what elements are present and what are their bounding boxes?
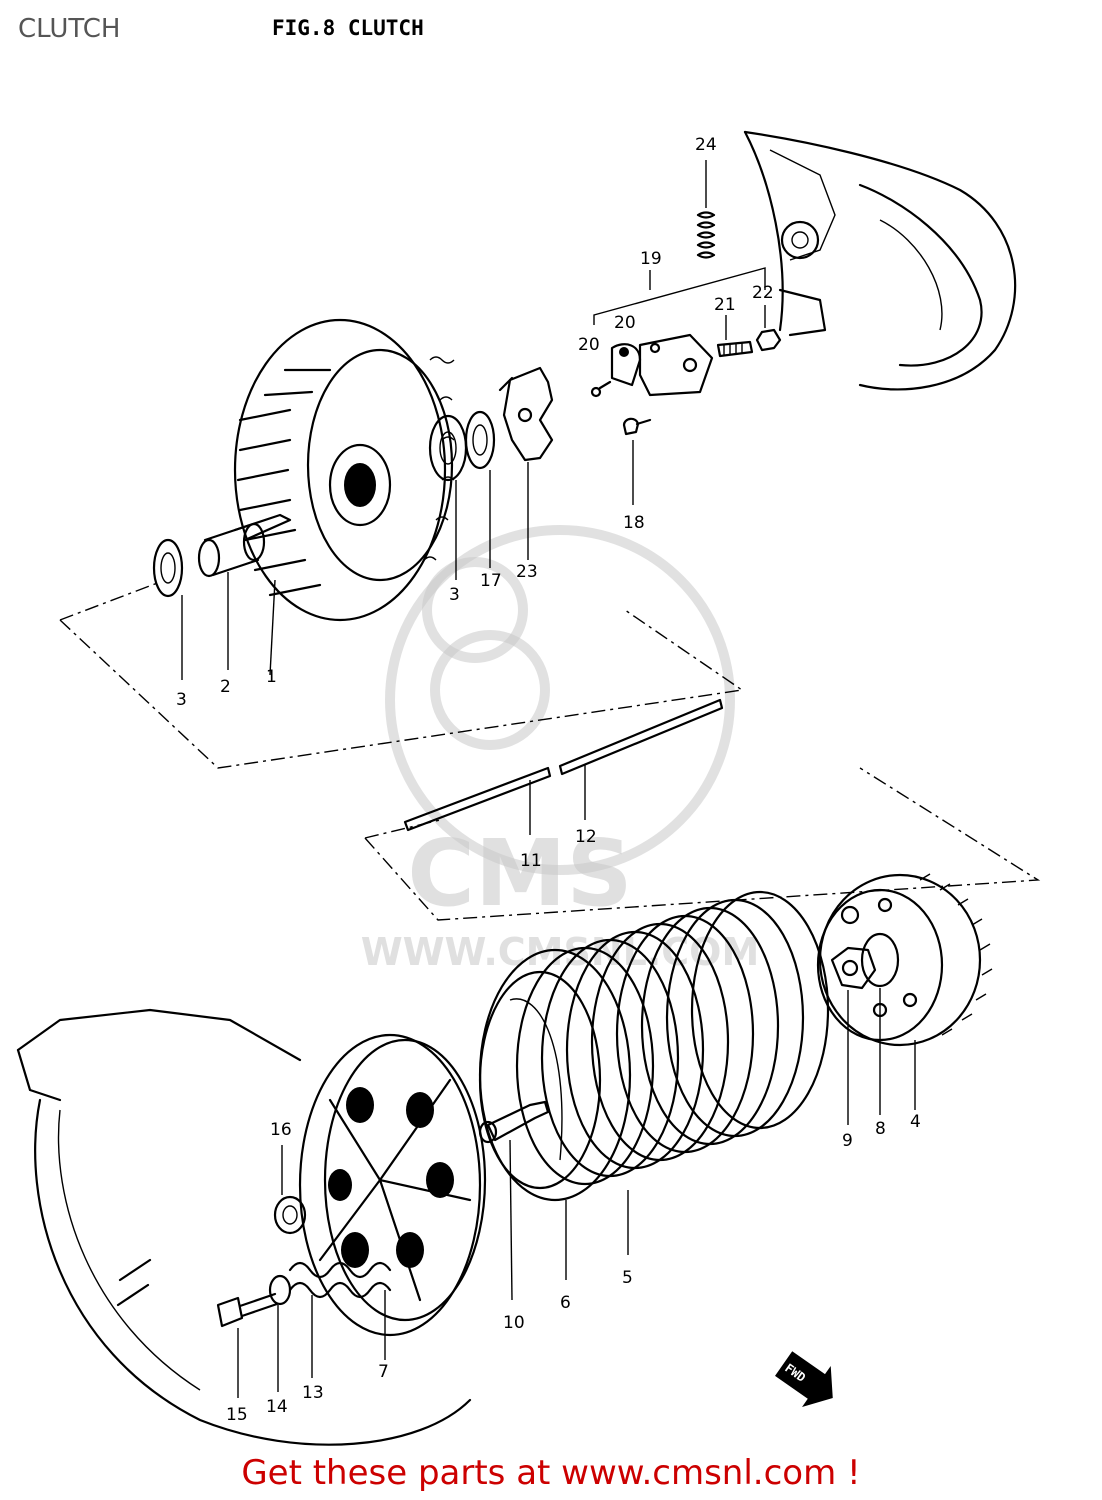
part-7-pressure-plate bbox=[298, 1033, 487, 1360]
callout-21: 21 bbox=[714, 295, 736, 315]
callout-12: 12 bbox=[575, 827, 597, 847]
part-4-sleeve-hub bbox=[816, 873, 993, 1110]
callout-7: 7 bbox=[378, 1362, 389, 1382]
callout-9: 9 bbox=[842, 1131, 853, 1151]
part-1-clutch-housing bbox=[233, 318, 455, 676]
cms-watermark: CMS WWW.CMSNL.COM bbox=[361, 525, 759, 974]
part-3-washer-upper bbox=[428, 414, 468, 580]
callout-24: 24 bbox=[695, 135, 717, 155]
part-22-nut bbox=[755, 305, 782, 352]
callout-labels: 24 19 21 22 20 20 18 23 17 3 3 2 1 11 12… bbox=[176, 135, 921, 1425]
watermark-badge-outline bbox=[385, 525, 735, 875]
callout-5: 5 bbox=[622, 1268, 633, 1288]
page-header-title: CLUTCH bbox=[18, 14, 121, 44]
crankcase-cover-right bbox=[743, 130, 1017, 391]
fwd-direction-arrow: FWD bbox=[775, 1351, 833, 1407]
callout-3-upper: 3 bbox=[449, 585, 460, 605]
callout-8: 8 bbox=[875, 1119, 886, 1139]
part-24-spring bbox=[696, 160, 716, 259]
watermark-helmet bbox=[422, 557, 528, 663]
callout-3-lower: 3 bbox=[176, 690, 187, 710]
callout-22: 22 bbox=[752, 283, 774, 303]
part-11-push-rod bbox=[403, 766, 552, 835]
callout-1: 1 bbox=[266, 667, 277, 687]
footer-shop-link[interactable]: Get these parts at www.cmsnl.com ! bbox=[241, 1453, 861, 1493]
part-2-spacer bbox=[197, 522, 266, 670]
callout-20-a: 20 bbox=[578, 335, 600, 355]
callout-19: 19 bbox=[640, 249, 662, 269]
part-18-screw bbox=[622, 417, 652, 505]
part-8-lock-washer bbox=[860, 932, 900, 1115]
callout-13: 13 bbox=[302, 1383, 324, 1403]
part-16-bearing bbox=[273, 1145, 307, 1235]
watermark-logo-text: CMS bbox=[407, 820, 632, 927]
part-13-clutch-spring bbox=[288, 1261, 392, 1378]
callout-2: 2 bbox=[220, 677, 231, 697]
part-10-push-piece bbox=[478, 1100, 550, 1301]
part-21-screw bbox=[716, 315, 754, 358]
part-19-release-assembly bbox=[590, 267, 766, 398]
callout-16: 16 bbox=[270, 1120, 292, 1140]
part-3-washer-lower bbox=[152, 538, 184, 680]
callout-17: 17 bbox=[480, 571, 502, 591]
part-12-push-rod bbox=[558, 698, 724, 820]
part-14-washer bbox=[268, 1274, 292, 1392]
part-9-nut bbox=[830, 946, 877, 1125]
callout-10: 10 bbox=[503, 1313, 525, 1333]
callout-23: 23 bbox=[516, 562, 538, 582]
callout-14: 14 bbox=[266, 1397, 288, 1417]
callout-4: 4 bbox=[910, 1112, 921, 1132]
figure-title: FIG.8 CLUTCH bbox=[272, 16, 424, 40]
crankcase-cover-left bbox=[16, 1008, 472, 1446]
part-5-6-clutch-plates bbox=[478, 890, 830, 1280]
callout-6: 6 bbox=[560, 1293, 571, 1313]
callout-11: 11 bbox=[520, 851, 542, 871]
watermark-face bbox=[430, 630, 550, 750]
callout-20-b: 20 bbox=[614, 313, 636, 333]
callout-18: 18 bbox=[623, 513, 645, 533]
callout-15: 15 bbox=[226, 1405, 248, 1425]
part-23-cam-plate bbox=[498, 366, 554, 560]
part-15-bolt bbox=[216, 1292, 279, 1398]
